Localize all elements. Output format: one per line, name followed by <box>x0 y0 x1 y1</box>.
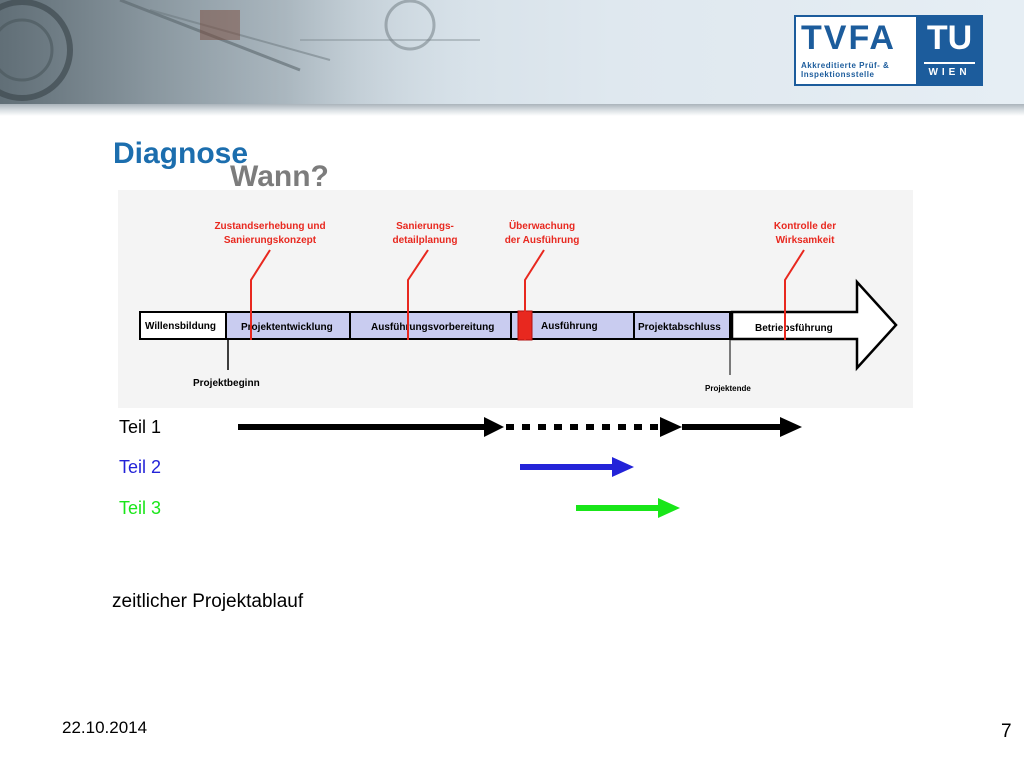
slide-date: 22.10.2014 <box>62 718 148 737</box>
callout-2-line1: Sanierungs- <box>396 221 454 232</box>
callout-4-line1: Kontrolle der <box>774 221 836 232</box>
callout-line-2 <box>407 249 429 340</box>
teil-2-arrowhead <box>612 457 634 477</box>
timeline-arrow <box>730 278 898 372</box>
teil-1-arrowhead-2 <box>660 417 682 437</box>
callout-4-line2: Wirksamkeit <box>776 235 835 246</box>
tvfa-logo: TVFA Akkreditierte Prüf- & Inspektionsst… <box>796 17 918 84</box>
phase-label-projektabschluss: Projektabschluss <box>638 322 721 333</box>
slide-title: Diagnose <box>113 137 249 170</box>
callout-3-line2: der Ausführung <box>505 235 580 246</box>
tu-logo-divider <box>924 62 975 64</box>
callout-3-line1: Überwachung <box>509 219 575 232</box>
teil-1-arrowhead-3 <box>780 417 802 437</box>
tvfa-logo-name: TVFA <box>801 19 896 57</box>
phase-label-ausfuehrungsvorbereitung: Ausführungsvorbereitung <box>371 322 494 333</box>
teil-3-arrowhead <box>658 498 680 518</box>
callout-1-line2: Sanierungskonzept <box>224 235 317 246</box>
callout-line-3 <box>524 249 545 340</box>
tvfa-logo-subtitle-line1: Akkreditierte Prüf- & <box>801 61 890 70</box>
header-shadow <box>0 104 1024 116</box>
page-number: 7 <box>1001 721 1012 742</box>
tu-logo-subtitle: WIEN <box>928 67 971 78</box>
teil-1-arrowhead-1 <box>484 417 504 437</box>
tu-logo-name: TU <box>926 19 973 57</box>
tvfa-logo-subtitle: Akkreditierte Prüf- & Inspektionsstelle <box>801 61 889 79</box>
phase-box-projektabschluss <box>633 311 731 340</box>
tvfa-logo-subtitle-line2: Inspektionsstelle <box>801 70 875 79</box>
row-arrows <box>238 417 802 518</box>
phase-label-projektentwicklung: Projektentwicklung <box>241 322 333 333</box>
row-label-teil-2: Teil 2 <box>119 457 162 477</box>
row-label-teil-1: Teil 1 <box>119 417 162 437</box>
slide-subtitle: Wann? <box>230 160 329 193</box>
project-timeline-diagram: Willensbildung Projektentwicklung Ausfüh… <box>118 190 913 408</box>
callout-1-line1: Zustandserhebung und <box>214 221 325 232</box>
callout-line-4 <box>784 249 805 340</box>
callout-line-1 <box>250 249 271 340</box>
callout-2-line2: detailplanung <box>393 235 458 246</box>
phase-label-betriebsfuehrung: Betriebsführung <box>755 323 833 334</box>
row-label-teil-3: Teil 3 <box>119 498 162 518</box>
header-photo <box>0 0 480 108</box>
tvfa-tu-logo: TVFA Akkreditierte Prüf- & Inspektionsst… <box>794 15 983 86</box>
phase-label-ausfuehrung: Ausführung <box>541 321 598 332</box>
marker-projektbeginn-label: Projektbeginn <box>193 378 260 389</box>
diagram-caption: zeitlicher Projektablauf <box>112 591 304 612</box>
marker-projektende-label: Projektende <box>705 384 751 393</box>
phase-label-willensbildung: Willensbildung <box>145 321 216 332</box>
tu-wien-logo: TU WIEN <box>918 17 981 84</box>
